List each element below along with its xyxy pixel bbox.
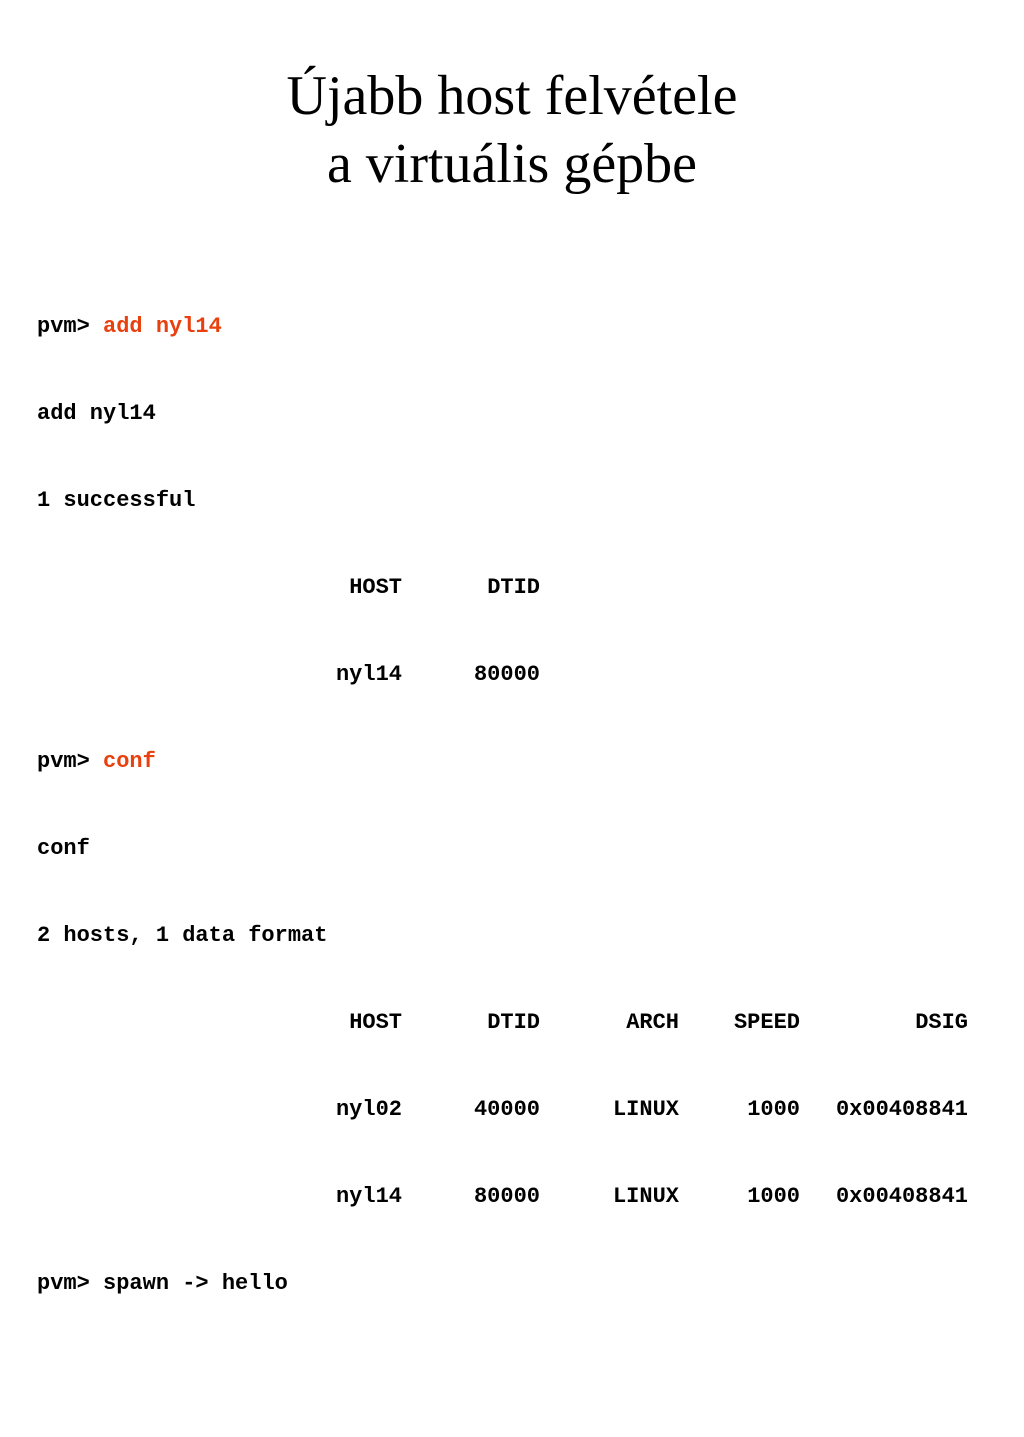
command-spawn: spawn -> hello bbox=[103, 1271, 288, 1296]
slide-title: Újabb host felvétele a virtuális gépbe bbox=[0, 62, 1024, 198]
table2-cell-dtid: 80000 bbox=[473, 1184, 540, 1209]
table1-row: nyl14 80000 bbox=[37, 656, 540, 693]
table1-header: HOST DTID bbox=[37, 569, 540, 606]
prompt: pvm> bbox=[37, 749, 90, 774]
prompt-line-conf: pvm> conf bbox=[37, 743, 327, 780]
table2-cell-host: nyl02 bbox=[335, 1097, 402, 1122]
title-line-1: Újabb host felvétele bbox=[286, 65, 738, 127]
table2-header-host: HOST bbox=[349, 1010, 402, 1035]
table2-cell-speed: 1000 bbox=[747, 1184, 800, 1209]
table2-cell-speed: 1000 bbox=[747, 1097, 800, 1122]
table1-cell-dtid: 80000 bbox=[473, 662, 540, 687]
table2-header: HOST DTID ARCH SPEED DSIG bbox=[37, 1004, 968, 1041]
pvm-console-transcript: pvm> add nyl14 add nyl14 1 successful HO… bbox=[37, 258, 968, 1327]
table2-header-arch: ARCH bbox=[626, 1010, 679, 1035]
prompt: pvm> bbox=[37, 314, 90, 339]
result-conf: 2 hosts, 1 data format bbox=[37, 923, 328, 948]
title-line-2: a virtuális gépbe bbox=[326, 133, 698, 195]
table2-cell-dsig: 0x00408841 bbox=[835, 1097, 968, 1122]
echo-conf: conf bbox=[37, 836, 90, 861]
table2-cell-host: nyl14 bbox=[335, 1184, 402, 1209]
table1-cell-host: nyl14 bbox=[335, 662, 402, 687]
prompt: pvm> bbox=[37, 1271, 90, 1296]
table2-cell-arch: LINUX bbox=[612, 1097, 679, 1122]
table2-cell-dsig: 0x00408841 bbox=[835, 1184, 968, 1209]
prompt-line-spawn: pvm> spawn -> hello bbox=[37, 1265, 327, 1302]
result-add: 1 successful bbox=[37, 488, 196, 513]
table2-cell-dtid: 40000 bbox=[473, 1097, 540, 1122]
table1-header-dtid: DTID bbox=[487, 575, 540, 600]
table2-cell-arch: LINUX bbox=[612, 1184, 679, 1209]
command-conf: conf bbox=[103, 749, 156, 774]
table2-row: nyl14 80000 LINUX 1000 0x00408841 bbox=[37, 1178, 968, 1215]
table2-header-dsig: DSIG bbox=[915, 1010, 968, 1035]
table2-header-dtid: DTID bbox=[487, 1010, 540, 1035]
table2-row: nyl02 40000 LINUX 1000 0x00408841 bbox=[37, 1091, 968, 1128]
table2-header-speed: SPEED bbox=[733, 1010, 800, 1035]
table1-header-host: HOST bbox=[349, 575, 402, 600]
echo-add: add nyl14 bbox=[37, 401, 156, 426]
command-add: add nyl14 bbox=[103, 314, 222, 339]
prompt-line-add: pvm> add nyl14 bbox=[37, 308, 327, 345]
